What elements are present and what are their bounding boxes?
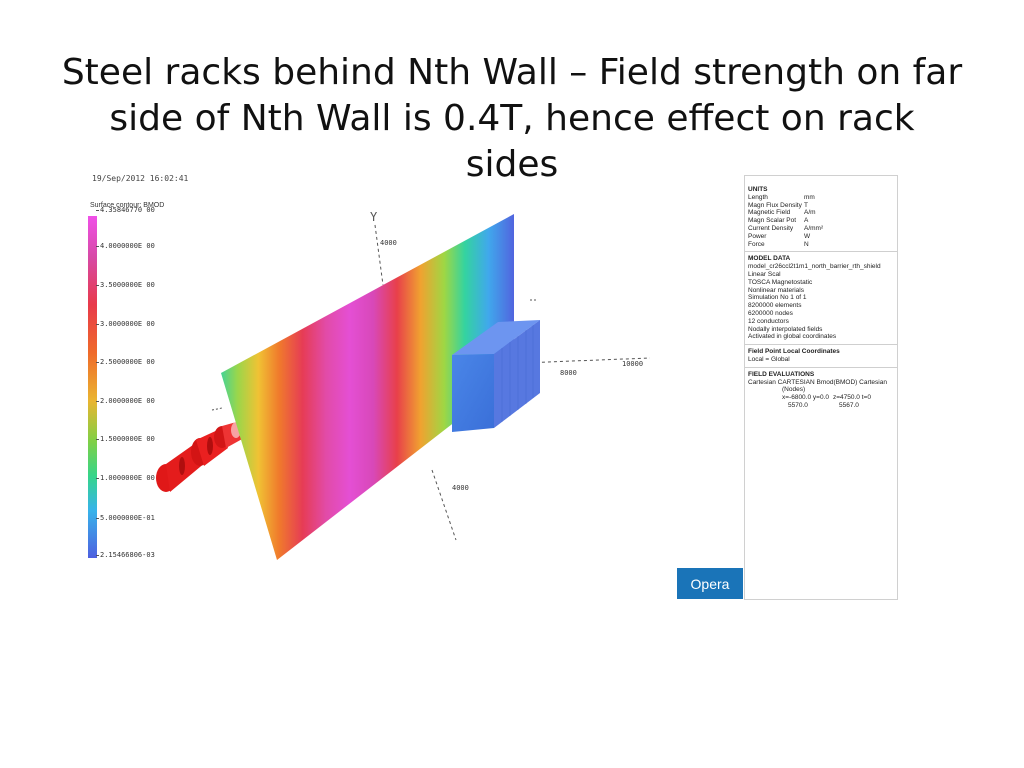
model-line: Activated in global coordinates (748, 333, 837, 341)
colorbar-tick: 4.0000000E 00 (96, 242, 155, 250)
axis-label-top: 4000 (380, 239, 397, 247)
conductor-coil (156, 421, 244, 492)
colorbar (88, 216, 97, 558)
eval-value: 5570.0 (788, 401, 808, 409)
axis-label-right-1: 8000 (560, 369, 577, 377)
colorbar-tick: 3.5000000E 00 (96, 281, 155, 289)
colorbar-tick: 4.35846770 00 (96, 206, 155, 214)
contour-label: Surface contour: BMOD (90, 202, 165, 209)
steel-rack-box (452, 320, 540, 432)
eval-values: x=-6800.0 y=0.0 5570.0 z=4750.0 t=0 5567… (748, 394, 893, 410)
field-evaluations-title: FIELD EVALUATIONS (748, 370, 815, 378)
field-point-line: Local = Global (748, 355, 790, 363)
colorbar-tick: 1.0000000E 00 (96, 474, 155, 482)
divider (745, 344, 897, 346)
eval-value: 5567.0 (838, 401, 859, 409)
model-line: 6200000 nodes (748, 309, 793, 317)
model-line: Nodally interpolated fields (748, 325, 823, 333)
model-line: TOSCA Magnetostatic (748, 278, 813, 286)
divider (745, 366, 897, 368)
opera-logo-badge: Opera (677, 568, 743, 599)
model-line: 12 conductors (748, 317, 789, 325)
eval-value: z=4750.0 t=0 (832, 394, 871, 402)
colorbar-tick: 2.15466806-03 (96, 551, 155, 559)
colorbar-tick: 5.0000000E-01 (96, 514, 155, 522)
axis-label-bottom: 4000 (452, 484, 469, 492)
field-point-title: Field Point Local Coordinates (748, 348, 840, 356)
colorbar-tick: 1.5000000E 00 (96, 435, 155, 443)
eval-value: x=-6800.0 y=0.0 (782, 394, 829, 402)
units-title: UNITS (748, 186, 768, 193)
slide-title-line-1: Steel racks behind Nth Wall – Field stre… (61, 52, 963, 93)
axis-label-right-2: 10000 (622, 360, 643, 368)
plot-timestamp: 19/Sep/2012 16:02:41 (92, 174, 189, 183)
model-line: Nonlinear materials (748, 286, 804, 294)
colorbar-tick: 3.0000000E 00 (96, 320, 155, 328)
north-wall-surface (221, 214, 514, 560)
model-line: model_cr26ccl2t1m1_north_barrier_rth_shi… (748, 263, 881, 271)
model-line: Simulation No 1 of 1 (748, 294, 807, 302)
slide-title-line-2: side of Nth Wall is 0.4T, hence effect o… (109, 98, 915, 185)
model-line: 8200000 elements (748, 302, 802, 310)
model-line: Linear Scal (748, 270, 781, 278)
colorbar-tick: 2.0000000E 00 (96, 397, 155, 405)
divider (745, 251, 897, 253)
eval-line: (Nodes) (782, 386, 806, 394)
model-data-title: MODEL DATA (748, 255, 791, 263)
slide-title: Steel racks behind Nth Wall – Field stre… (60, 50, 964, 188)
eval-line: Cartesian CARTESIAN Bmod(BMOD) Cartesian (748, 378, 887, 386)
colorbar-tick: 2.5000000E 00 (96, 358, 155, 366)
axis-y-label: Y (370, 210, 378, 224)
